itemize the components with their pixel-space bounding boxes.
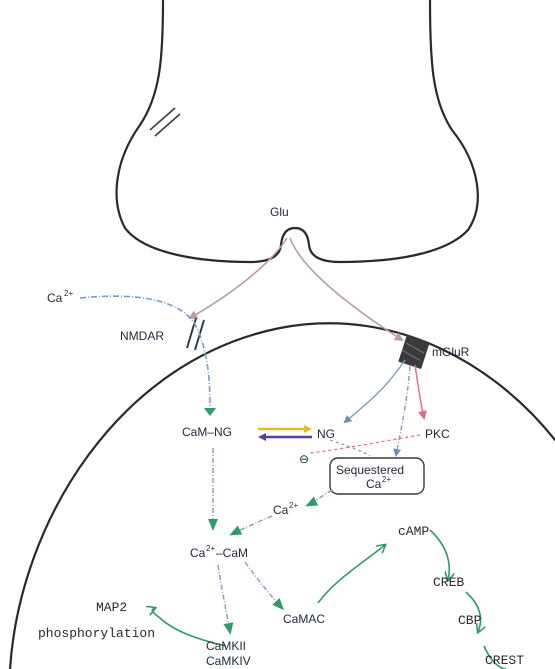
camp-to-creb-arrow bbox=[430, 530, 449, 580]
sequestered-ca-sup: 2+ bbox=[382, 475, 391, 484]
creb-label: CREB bbox=[433, 575, 464, 590]
cam-ng-label: CaM–NG bbox=[182, 425, 232, 439]
ca-free-sup: 2+ bbox=[289, 501, 298, 510]
sequestered-to-ca-arrow bbox=[308, 490, 332, 505]
camkii-label: CaMKII bbox=[206, 639, 246, 653]
cbp-label: CBP bbox=[458, 613, 482, 628]
camkiv-label: CaMKIV bbox=[206, 654, 251, 668]
mglur-to-sequestered-arrow bbox=[396, 366, 410, 455]
equilibrium-reverse-head bbox=[258, 433, 266, 441]
ca-influx-arrowhead bbox=[204, 408, 216, 416]
presynaptic-terminal-outline bbox=[117, 0, 478, 262]
sequestered-label: Sequestered bbox=[336, 463, 404, 477]
nmdar-channel bbox=[187, 318, 204, 350]
axon-break-mark bbox=[150, 108, 180, 136]
pkc-label: PKC bbox=[425, 427, 450, 441]
equilibrium-forward-head bbox=[304, 425, 312, 433]
ng-label: NG bbox=[317, 427, 335, 441]
ng-to-sequestered-line bbox=[330, 440, 370, 456]
ca-influx-label: Ca bbox=[47, 291, 63, 305]
cacam-to-camac-arrow bbox=[245, 562, 282, 608]
glu-arrow-to-nmdar bbox=[190, 238, 287, 318]
map2-label: MAP2 bbox=[96, 600, 127, 615]
nmdar-label: NMDAR bbox=[120, 329, 164, 343]
camp-label: cAMP bbox=[398, 524, 429, 539]
ca-cam-label-2: –CaM bbox=[216, 546, 248, 560]
camac-label: CaMAC bbox=[283, 612, 325, 626]
glu-label: Glu bbox=[270, 205, 289, 219]
crest-label: CREST bbox=[485, 653, 524, 668]
ca-cam-sup: 2+ bbox=[206, 544, 215, 553]
camac-to-camp-arrow bbox=[318, 545, 385, 603]
inhibit-symbol: ⊖ bbox=[299, 452, 309, 466]
mglur-label: mGluR bbox=[432, 345, 470, 359]
ca-to-cacam-arrow bbox=[232, 516, 272, 534]
cacam-to-camkii-arrow bbox=[218, 565, 230, 632]
ca-free-label: Ca bbox=[273, 503, 289, 517]
mglur-to-pkc-arrow bbox=[415, 365, 424, 418]
sequestered-ca-label: Ca bbox=[366, 477, 382, 491]
phosphorylation-label: phosphorylation bbox=[38, 626, 155, 641]
ca-influx-sup: 2+ bbox=[64, 289, 73, 298]
mglur-to-ng-arrow bbox=[345, 360, 405, 422]
ca-cam-label-1: Ca bbox=[190, 546, 206, 560]
